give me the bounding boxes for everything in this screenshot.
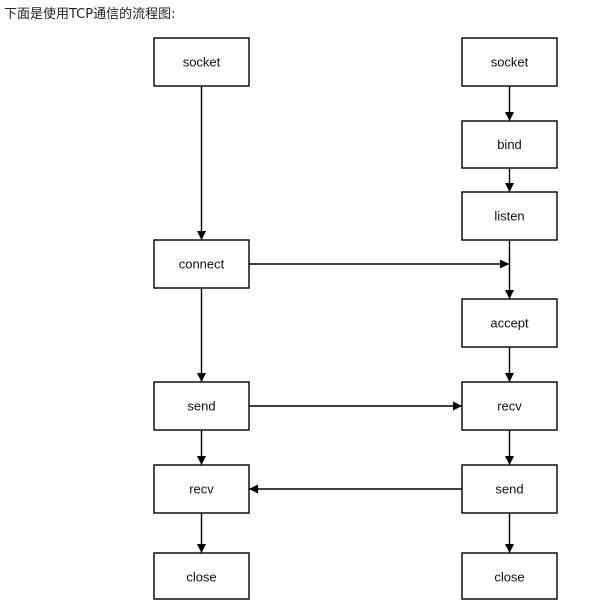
client-socket-label: socket bbox=[183, 55, 221, 70]
client-recv-label: recv bbox=[189, 482, 214, 497]
client-socket-box: socket bbox=[153, 37, 250, 87]
client-close-box: close bbox=[153, 552, 250, 600]
server-close-box: close bbox=[461, 552, 558, 600]
client-connect-box: connect bbox=[153, 239, 250, 289]
client-close-label: close bbox=[186, 570, 216, 585]
server-send-box: send bbox=[461, 464, 558, 514]
client-recv-box: recv bbox=[153, 464, 250, 514]
server-listen-label: listen bbox=[494, 209, 524, 224]
server-listen-box: listen bbox=[461, 191, 558, 241]
client-connect-label: connect bbox=[179, 257, 225, 272]
server-recv-box: recv bbox=[461, 381, 558, 431]
client-send-box: send bbox=[153, 381, 250, 431]
server-send-label: send bbox=[495, 482, 523, 497]
server-bind-box: bind bbox=[461, 120, 558, 169]
intro-text: 下面是使用TCP通信的流程图: bbox=[4, 7, 176, 22]
server-socket-label: socket bbox=[491, 55, 529, 70]
server-accept-label: accept bbox=[490, 316, 529, 331]
server-recv-label: recv bbox=[497, 399, 522, 414]
server-bind-label: bind bbox=[497, 137, 522, 152]
server-accept-box: accept bbox=[461, 298, 558, 348]
client-send-label: send bbox=[187, 399, 215, 414]
server-socket-box: socket bbox=[461, 37, 558, 87]
server-close-label: close bbox=[494, 570, 524, 585]
